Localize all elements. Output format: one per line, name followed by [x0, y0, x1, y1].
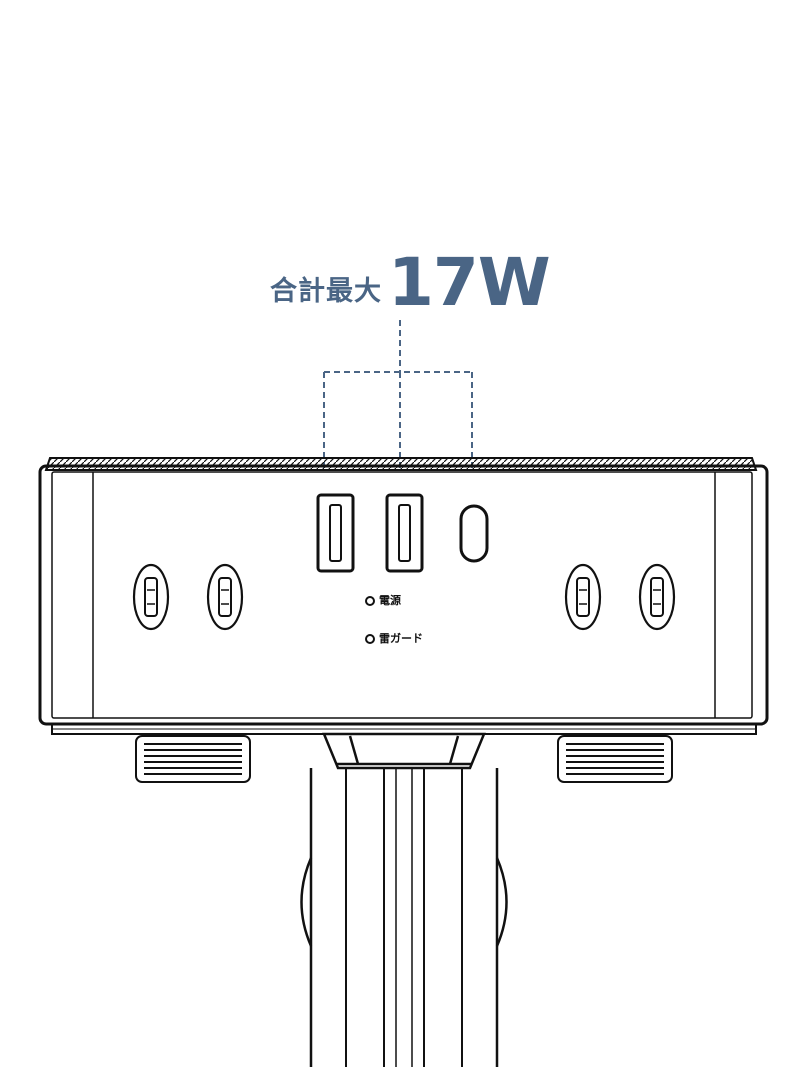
clamp-pad-icon: [135, 735, 251, 783]
led-indicator-icon: [365, 596, 375, 606]
usb-a-port-icon: [316, 493, 355, 573]
strip-body: [38, 464, 769, 735]
usb-a-port-icon: [385, 493, 424, 573]
clamp-pole: [300, 768, 508, 1067]
surge-guard-label: 雷ガード: [379, 632, 423, 645]
usb-bracket-dashed: [323, 320, 473, 468]
top-lid: [44, 457, 758, 471]
power-indicator-label: 電源: [379, 594, 401, 607]
usb-c-port-icon: [459, 504, 489, 563]
ac-outlet-icon: [132, 563, 170, 631]
clamp-pad-icon: [557, 735, 673, 783]
clamp-neck: [322, 732, 486, 770]
led-indicator-icon: [365, 634, 375, 644]
ac-outlet-icon: [564, 563, 602, 631]
headline-value: 17W: [388, 244, 551, 321]
max-output-headline: 合計最大 17W: [270, 244, 551, 321]
headline-prefix: 合計最大: [270, 276, 382, 307]
ac-outlet-icon: [206, 563, 244, 631]
ac-outlet-icon: [638, 563, 676, 631]
